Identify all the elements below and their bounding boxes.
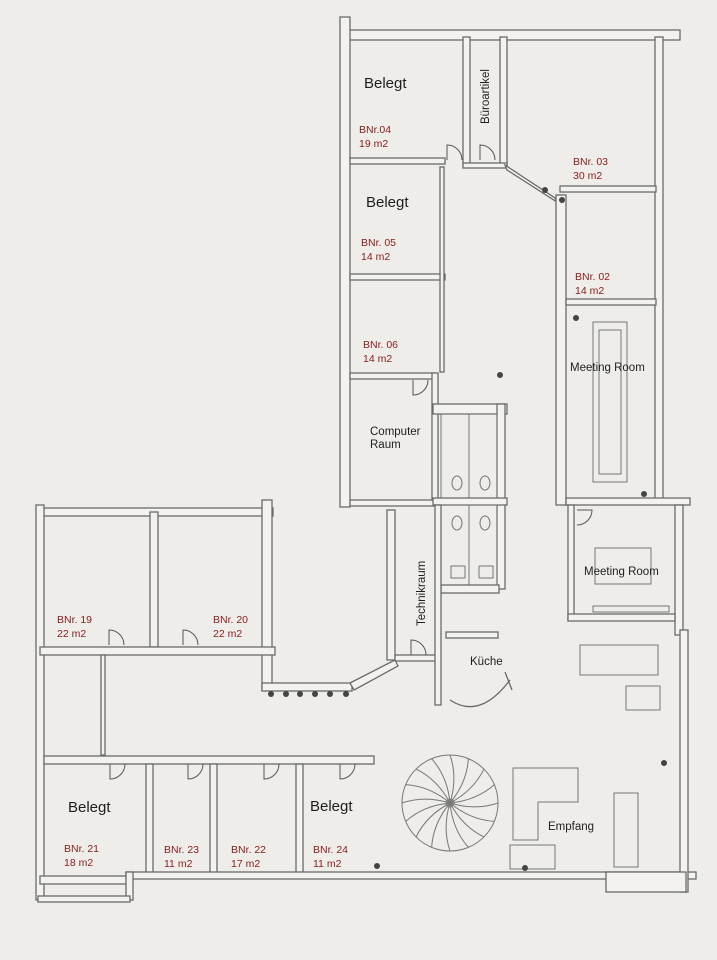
bnr24-area: 11 m2 <box>313 858 342 870</box>
bnr22-number: BNr. 22 <box>231 844 266 856</box>
stair-step <box>449 754 455 804</box>
stair-step <box>415 768 451 804</box>
bnr03-area: 30 m2 <box>573 170 602 182</box>
stair-step <box>449 802 495 822</box>
bnr06-area: 14 m2 <box>363 353 392 365</box>
bnr05-number: BNr. 05 <box>361 237 396 249</box>
bnr04-area: 19 m2 <box>359 138 388 150</box>
plants <box>268 187 667 871</box>
doors <box>108 144 593 780</box>
bnr05-area: 14 m2 <box>361 251 390 263</box>
bnr03-number: BNr. 03 <box>573 156 608 168</box>
bnr20-number: BNr. 20 <box>213 614 248 626</box>
stair-step <box>405 802 451 822</box>
meeting-room-1-label: Meeting Room <box>570 362 645 374</box>
bnr02-number: BNr. 02 <box>575 271 610 283</box>
upper-wing-walls <box>339 16 691 508</box>
room-labels: Belegt BNr.04 19 m2 Büroartikel BNr. 03 … <box>57 69 659 870</box>
stair-step <box>449 768 485 804</box>
spiral-staircase <box>401 754 499 852</box>
bnr21-area: 18 m2 <box>64 857 93 869</box>
left-wing-walls <box>35 499 697 903</box>
bueroartikel-label: Büroartikel <box>480 69 492 124</box>
lounge-tables <box>579 644 661 711</box>
meeting-room-2-label: Meeting Room <box>584 566 659 578</box>
bnr22-area: 17 m2 <box>231 858 260 870</box>
kueche-label: Küche <box>470 656 503 668</box>
bnr04-number: BNr.04 <box>359 124 391 136</box>
reception-desk <box>509 767 639 870</box>
stair-step <box>449 758 469 804</box>
bnr05-status: Belegt <box>366 194 409 211</box>
empfang-label: Empfang <box>548 821 594 833</box>
bnr19-number: BNr. 19 <box>57 614 92 626</box>
meeting-room-2 <box>567 504 684 636</box>
bnr04-status: Belegt <box>364 75 407 92</box>
stair-step <box>415 802 451 838</box>
stair-step <box>405 784 451 804</box>
computer-room-label-1: Computer <box>370 426 421 438</box>
stair-step <box>449 802 485 838</box>
stair-step <box>431 758 451 804</box>
computer-room-label-2: Raum <box>370 439 401 451</box>
meeting-table-1 <box>592 321 628 483</box>
bnr02-area: 14 m2 <box>575 285 604 297</box>
stair-step <box>445 802 451 852</box>
bnr24-number: BNr. 24 <box>313 844 348 856</box>
bnr06-number: BNr. 06 <box>363 339 398 351</box>
bnr19-area: 22 m2 <box>57 628 86 640</box>
stair-step <box>431 802 451 848</box>
bnr24-status: Belegt <box>310 798 353 815</box>
wc-block <box>432 403 508 594</box>
bnr23-area: 11 m2 <box>164 858 193 870</box>
bnr21-status: Belegt <box>68 799 111 816</box>
technik-kueche-walls <box>386 504 513 708</box>
bnr23-number: BNr. 23 <box>164 844 199 856</box>
technikraum-label: Technikraum <box>416 561 428 626</box>
stair-step <box>449 802 499 808</box>
stair-step <box>401 798 451 804</box>
bnr21-number: BNr. 21 <box>64 843 99 855</box>
bnr20-area: 22 m2 <box>213 628 242 640</box>
stair-step <box>449 802 469 848</box>
stair-step <box>449 784 495 804</box>
